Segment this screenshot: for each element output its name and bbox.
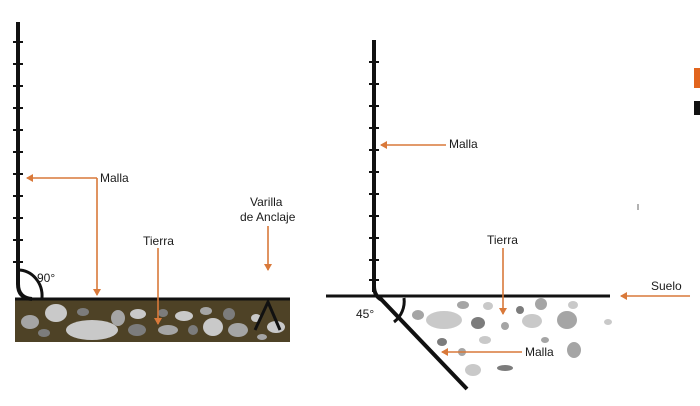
anchor-rod-icon <box>253 298 282 331</box>
rocks-left <box>21 304 285 340</box>
angle-label-45: 45° <box>356 307 374 321</box>
angle-arc-90 <box>17 268 44 299</box>
soil-label-left: Tierra <box>143 234 174 248</box>
angle-label-90: 90° <box>37 271 55 285</box>
fence-post-icon <box>369 40 469 391</box>
mesh-label-right: Malla <box>449 137 478 151</box>
fence-post-icon <box>13 22 33 301</box>
rod-label-line1: Varilla <box>250 195 283 209</box>
angle-arc-45 <box>393 297 406 324</box>
arrow-icon <box>26 174 272 325</box>
ground-label: Suelo <box>651 279 682 293</box>
mesh-label-left: Malla <box>100 171 129 185</box>
brand-mark-fragment <box>694 68 700 115</box>
arrow-icon <box>380 141 690 356</box>
buried-mesh-label: Malla <box>525 345 554 359</box>
right-diagram: 45° Malla Tierra Suelo Malla <box>326 40 690 391</box>
rod-label-line2: de Anclaje <box>240 210 296 224</box>
soil-label-right: Tierra <box>487 233 518 247</box>
rocks-right <box>412 298 612 376</box>
left-diagram: 90° Malla Tierra Varilla de Anclaje <box>13 22 296 342</box>
